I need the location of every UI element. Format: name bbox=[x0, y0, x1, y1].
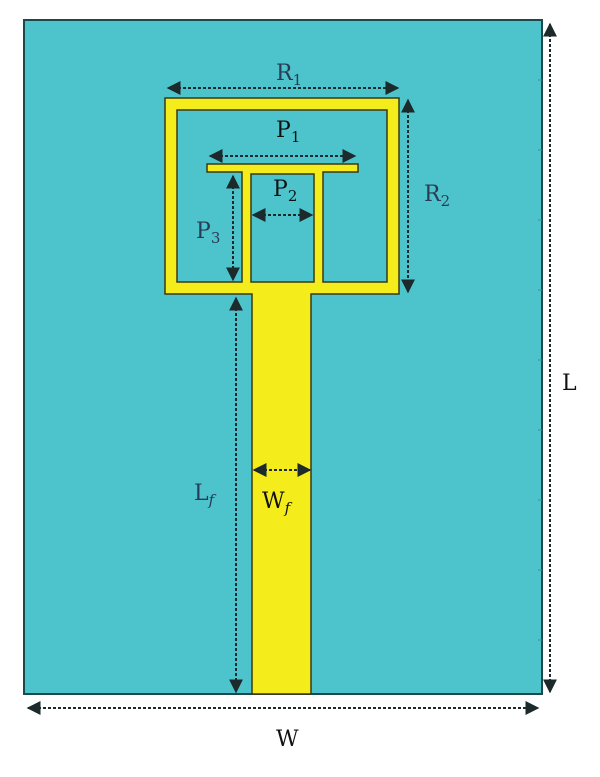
label-lf: Lf bbox=[194, 481, 217, 509]
label-r1: R1 bbox=[276, 61, 302, 89]
radiating-patch bbox=[164, 97, 400, 695]
label-p2: P2 bbox=[273, 177, 297, 205]
label-r2: R2 bbox=[424, 182, 450, 210]
label-wf: Wf bbox=[262, 489, 293, 517]
label-p3: P3 bbox=[196, 219, 220, 247]
label-w: W bbox=[276, 727, 299, 752]
label-l: L bbox=[562, 371, 577, 396]
label-p1: P1 bbox=[276, 118, 300, 146]
substrate-ticks bbox=[538, 79, 542, 641]
